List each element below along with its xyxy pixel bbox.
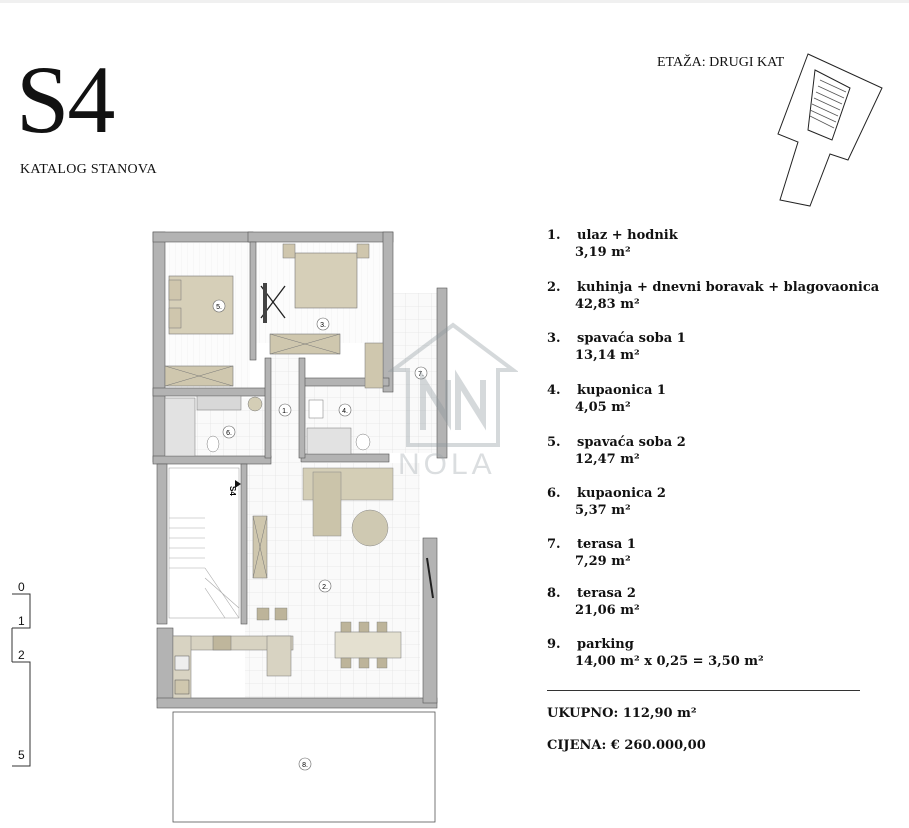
room-marker-6: 6. — [226, 430, 232, 437]
staircase — [168, 467, 240, 619]
wall-bath2-north — [152, 387, 269, 397]
toilet-2 — [206, 435, 220, 453]
price: CIJENA: € 260.000,00 — [547, 738, 706, 753]
room-marker-7: 7. — [418, 371, 424, 378]
scale-label-1: 1 — [18, 614, 25, 628]
wall-east-bedroom — [382, 231, 394, 393]
site-plan-icon — [777, 53, 883, 207]
room-marker-8: 8. — [302, 762, 308, 769]
wall-north-left — [152, 231, 254, 243]
wall-west-stairs — [156, 463, 168, 625]
wall-west-kitchen — [156, 627, 174, 701]
wall-hall-west — [264, 357, 272, 459]
scale-label-0: 0 — [18, 580, 25, 594]
room-marker-2: 2. — [322, 584, 328, 591]
scale-label-5: 5 — [18, 748, 25, 762]
stair-label: S4 — [228, 486, 237, 496]
bed-1 — [294, 252, 358, 309]
room-marker-3: 3. — [320, 322, 326, 329]
watermark-logo: NOLA — [387, 320, 519, 500]
floor-plan: 5. 3. 6. 4. 1. 7. S4 2. — [152, 231, 448, 828]
wall-bedroom-divider — [249, 241, 257, 361]
coffee-table — [351, 509, 389, 547]
wall-south — [156, 697, 438, 709]
bedroom-1-cabinet — [364, 342, 384, 389]
room-marker-5: 5. — [216, 304, 222, 311]
scale-label-2: 2 — [18, 648, 25, 662]
wall-terrace1-east — [436, 287, 448, 459]
shower-2 — [164, 397, 196, 457]
wall-east-living — [422, 537, 438, 704]
catalog-subtitle: KATALOG STANOVA — [20, 162, 157, 177]
wall-north-right — [247, 231, 394, 243]
wall-west-upper — [152, 231, 166, 463]
shower-1 — [306, 427, 352, 455]
terrace-2 — [172, 711, 436, 823]
wall-bath2-south — [152, 455, 272, 465]
wall-bath1-south — [300, 453, 390, 463]
dining-table — [334, 631, 402, 659]
watermark-text: NOLA — [398, 448, 496, 481]
vanity-2 — [196, 395, 242, 411]
toilet-1 — [308, 399, 324, 419]
wall-hall-east — [298, 357, 306, 459]
wall-stair-east — [240, 463, 248, 625]
total-area: UKUPNO: 112,90 m² — [547, 706, 697, 721]
scale-bar: 0 1 2 5 — [0, 580, 40, 770]
top-border — [0, 0, 909, 3]
apartment-code: S4 — [16, 46, 115, 153]
room-marker-4: 4. — [342, 408, 348, 415]
legend-divider — [547, 690, 860, 691]
floor-label: ETAŽA: DRUGI KAT — [657, 55, 785, 70]
room-marker-1: 1. — [282, 408, 288, 415]
cooktop — [174, 655, 190, 671]
